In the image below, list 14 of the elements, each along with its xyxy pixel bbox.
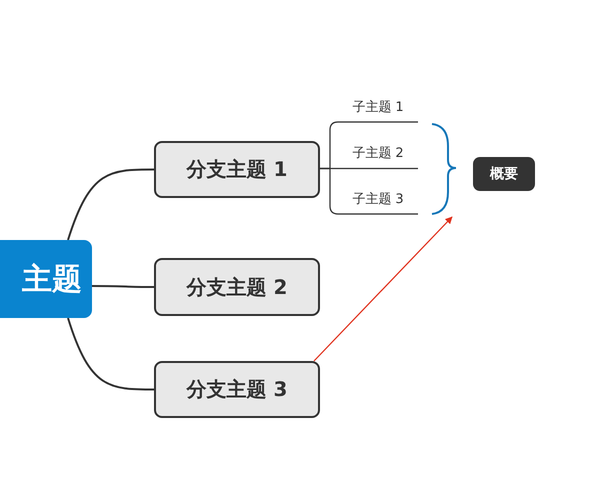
connector-line: [67, 168, 154, 240]
subtopic-label: 子主题 3: [338, 184, 418, 214]
connector-line: [67, 318, 154, 390]
summary-brace: [431, 122, 458, 216]
subtopic-label: 子主题 2: [338, 138, 418, 168]
branch-topic-box: 分支主题 2: [154, 258, 320, 316]
arrow: [314, 216, 452, 362]
connector-line: [320, 168, 418, 215]
connector-line: [92, 285, 154, 288]
branch-topic-box: 分支主题 3: [154, 361, 320, 418]
summary-box: 概要: [473, 157, 535, 191]
central-topic-box: 主题: [0, 240, 92, 318]
subtopic-label: 子主题 1: [338, 92, 418, 122]
branch-topic-box: 分支主题 1: [154, 141, 320, 198]
